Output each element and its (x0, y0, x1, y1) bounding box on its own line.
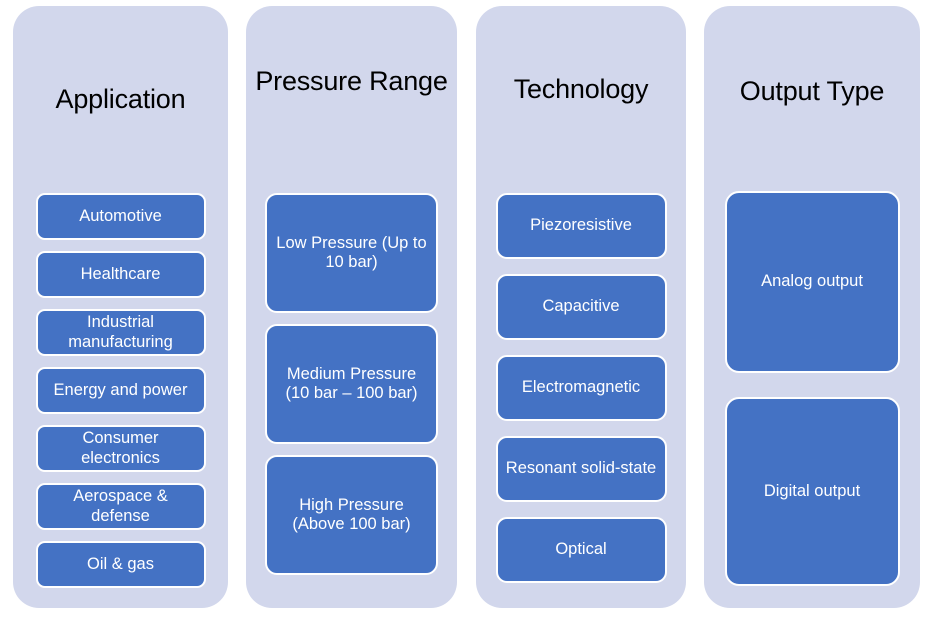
node-label: Medium Pressure (10 bar – 100 bar) (285, 364, 418, 402)
node-list-application: Automotive Healthcare Industrial manufac… (13, 193, 228, 588)
node-piezoresistive[interactable]: Piezoresistive (495, 193, 667, 259)
node-healthcare[interactable]: Healthcare (35, 251, 206, 298)
node-label: Aerospace & defense (73, 487, 168, 525)
node-high-pressure[interactable]: High Pressure (Above 100 bar) (265, 455, 438, 575)
node-label: Consumer electronics (81, 429, 160, 467)
node-label: Analog output (761, 272, 863, 291)
node-label: Healthcare (80, 264, 161, 283)
category-column-technology: Technology Piezoresistive Capacitive Ele… (476, 6, 686, 608)
node-list-output-type: Analog output Digital output (704, 191, 920, 586)
node-optical[interactable]: Optical (495, 517, 667, 583)
node-automotive[interactable]: Automotive (35, 193, 206, 240)
node-label: Optical (555, 540, 607, 559)
node-label: Resonant solid-state (505, 459, 657, 478)
node-oil-and-gas[interactable]: Oil & gas (35, 541, 206, 588)
node-energy-and-power[interactable]: Energy and power (35, 367, 206, 414)
column-title-output-type: Output Type (739, 76, 885, 106)
node-electromagnetic[interactable]: Electromagnetic (495, 355, 667, 421)
node-label: High Pressure (Above 100 bar) (292, 495, 411, 533)
column-title-technology: Technology (513, 74, 649, 104)
column-title-application: Application (55, 84, 186, 114)
node-industrial-manufacturing[interactable]: Industrial manufacturing (35, 309, 206, 356)
node-label: Energy and power (53, 380, 188, 399)
node-label: Piezoresistive (530, 216, 632, 235)
node-low-pressure[interactable]: Low Pressure (Up to 10 bar) (265, 193, 438, 313)
category-column-pressure-range: Pressure Range Low Pressure (Up to 10 ba… (246, 6, 457, 608)
node-capacitive[interactable]: Capacitive (495, 274, 667, 340)
node-label: Automotive (79, 206, 162, 225)
node-list-technology: Piezoresistive Capacitive Electromagneti… (476, 193, 686, 583)
node-analog-output[interactable]: Analog output (724, 191, 900, 373)
node-resonant-solid-state[interactable]: Resonant solid-state (495, 436, 667, 502)
category-column-application: Application Automotive Healthcare Indust… (13, 6, 228, 608)
node-label: Oil & gas (87, 554, 154, 573)
node-label: Electromagnetic (521, 378, 641, 397)
column-title-pressure-range: Pressure Range (255, 66, 448, 96)
node-label: Industrial manufacturing (68, 313, 173, 351)
node-label: Digital output (763, 481, 861, 500)
node-label: Capacitive (542, 297, 620, 316)
node-medium-pressure[interactable]: Medium Pressure (10 bar – 100 bar) (265, 324, 438, 444)
node-list-pressure-range: Low Pressure (Up to 10 bar) Medium Press… (246, 193, 457, 575)
node-label: Low Pressure (Up to 10 bar) (276, 233, 427, 271)
node-digital-output[interactable]: Digital output (724, 397, 900, 586)
category-column-output-type: Output Type Analog output Digital output (704, 6, 920, 608)
node-aerospace-and-defense[interactable]: Aerospace & defense (35, 483, 206, 530)
node-consumer-electronics[interactable]: Consumer electronics (35, 425, 206, 472)
